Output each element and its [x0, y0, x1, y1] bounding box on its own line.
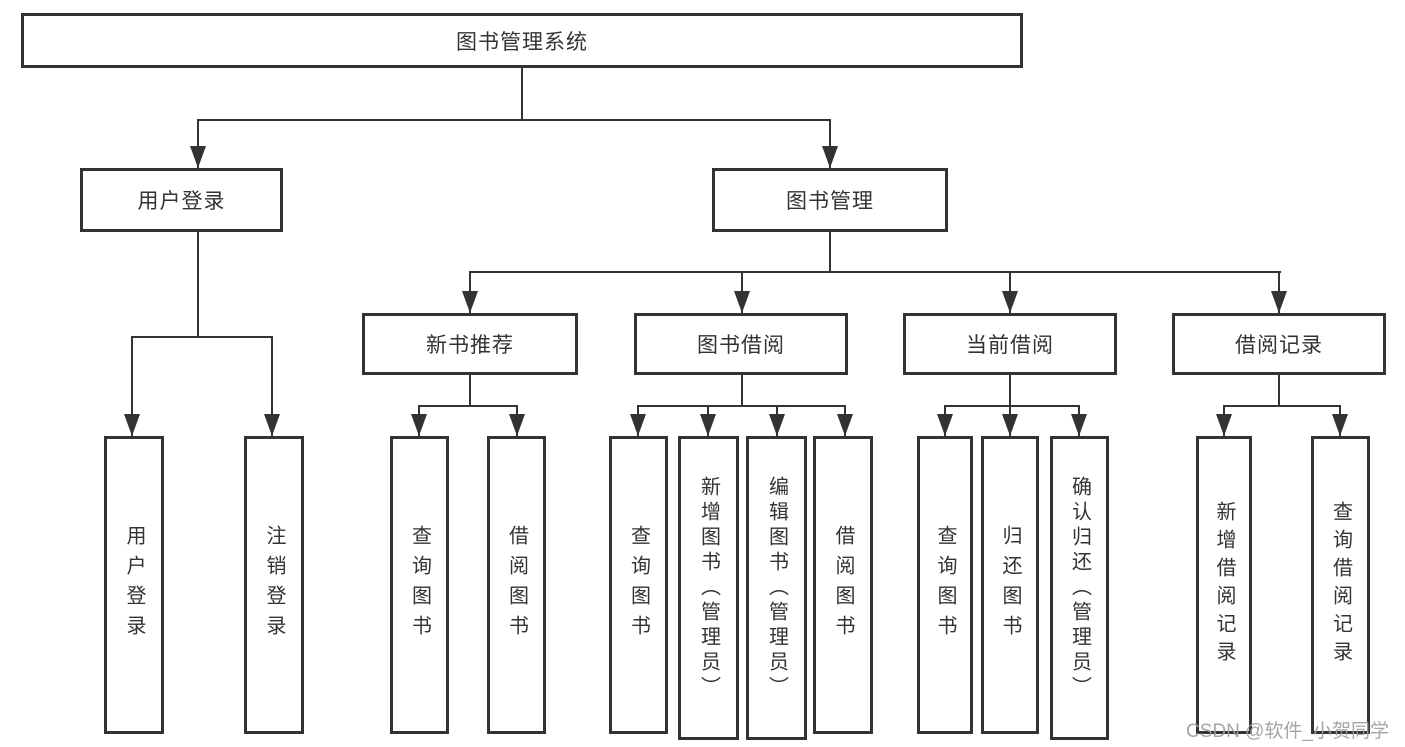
leaf-logout-label: 注销登录 [263, 525, 285, 645]
connector-currentborrow-bus [944, 405, 1080, 407]
leaf-bb-edit-books-admin: 编辑图书（管理员） [746, 436, 807, 740]
connector-bookborrow-stem [741, 375, 743, 406]
arrow-down-icon [1332, 414, 1348, 436]
leaf-cb-confirm-return-admin-label: 确认归还（管理员） [1068, 475, 1091, 701]
leaf-nb-borrow-books: 借阅图书 [487, 436, 546, 734]
connector-records-stem [1278, 375, 1280, 406]
node-book-management: 图书管理 [712, 168, 948, 232]
node-current-borrowing-label: 当前借阅 [966, 334, 1054, 357]
connector-drop [131, 336, 133, 436]
arrow-down-icon [1216, 414, 1232, 436]
node-library-system: 图书管理系统 [21, 13, 1023, 68]
connector-drop [829, 119, 831, 168]
arrow-down-icon [190, 146, 206, 168]
leaf-bb-borrow-books: 借阅图书 [813, 436, 873, 734]
node-book-borrowing: 图书借阅 [634, 313, 848, 375]
arrow-down-icon [124, 414, 140, 436]
arrow-down-icon [937, 414, 953, 436]
node-library-system-label: 图书管理系统 [456, 30, 588, 54]
arrow-down-icon [769, 414, 785, 436]
leaf-user-login: 用户登录 [104, 436, 164, 734]
connector-newbooks-bus [418, 405, 518, 407]
leaf-bb-edit-books-admin-label: 编辑图书（管理员） [765, 475, 788, 701]
node-current-borrowing: 当前借阅 [903, 313, 1117, 375]
leaf-bb-borrow-books-label: 借阅图书 [832, 525, 854, 645]
connector-userlogin-stem [197, 232, 199, 338]
arrow-down-icon [462, 291, 478, 313]
node-new-book-recommend: 新书推荐 [362, 313, 578, 375]
leaf-cb-return-books: 归还图书 [981, 436, 1039, 734]
leaf-cb-query-books: 查询图书 [917, 436, 973, 734]
leaf-cb-confirm-return-admin: 确认归还（管理员） [1050, 436, 1109, 740]
arrow-down-icon [700, 414, 716, 436]
node-borrowing-records-label: 借阅记录 [1235, 334, 1323, 357]
leaf-nb-borrow-books-label: 借阅图书 [505, 525, 528, 645]
connector-userlogin-bus [131, 336, 273, 338]
leaf-cb-return-books-label: 归还图书 [999, 525, 1021, 645]
node-new-book-recommend-label: 新书推荐 [426, 334, 514, 357]
connector-drop [197, 119, 199, 168]
node-book-borrowing-label: 图书借阅 [697, 334, 785, 357]
arrow-down-icon [1002, 291, 1018, 313]
leaf-br-query-record-label: 查询借阅记录 [1329, 501, 1352, 669]
connector-root-stem [521, 68, 523, 120]
connector-records-bus [1223, 405, 1341, 407]
leaf-bb-add-books-admin-label: 新增图书（管理员） [697, 475, 720, 701]
leaf-bb-add-books-admin: 新增图书（管理员） [678, 436, 739, 740]
arrow-down-icon [1002, 414, 1018, 436]
node-user-login-label: 用户登录 [137, 190, 226, 213]
leaf-br-query-record: 查询借阅记录 [1311, 436, 1370, 734]
leaf-br-add-record-label: 新增借阅记录 [1213, 501, 1235, 669]
leaf-logout: 注销登录 [244, 436, 304, 734]
arrow-down-icon [837, 414, 853, 436]
connector-bookmgmt-bus [469, 271, 1281, 273]
connector-level1-bus [197, 119, 831, 121]
arrow-down-icon [630, 414, 646, 436]
arrow-down-icon [822, 146, 838, 168]
leaf-nb-query-books-label: 查询图书 [408, 525, 431, 645]
arrow-down-icon [411, 414, 427, 436]
leaf-br-add-record: 新增借阅记录 [1196, 436, 1252, 734]
leaf-nb-query-books: 查询图书 [390, 436, 449, 734]
arrow-down-icon [734, 291, 750, 313]
arrow-down-icon [264, 414, 280, 436]
connector-currentborrow-stem [1009, 375, 1011, 406]
arrow-down-icon [509, 414, 525, 436]
leaf-bb-query-books-label: 查询图书 [627, 525, 650, 645]
leaf-cb-query-books-label: 查询图书 [934, 525, 956, 645]
csdn-watermark: CSDN @软件_小贺同学 [1186, 721, 1389, 742]
connector-newbooks-stem [469, 375, 471, 406]
connector-drop [271, 336, 273, 436]
node-borrowing-records: 借阅记录 [1172, 313, 1386, 375]
leaf-bb-query-books: 查询图书 [609, 436, 668, 734]
connector-bookborrow-bus [637, 405, 846, 407]
arrow-down-icon [1071, 414, 1087, 436]
connector-bookmgmt-stem [829, 232, 831, 273]
node-user-login: 用户登录 [80, 168, 283, 232]
leaf-user-login-label: 用户登录 [123, 525, 145, 645]
arrow-down-icon [1271, 291, 1287, 313]
node-book-management-label: 图书管理 [786, 190, 874, 213]
